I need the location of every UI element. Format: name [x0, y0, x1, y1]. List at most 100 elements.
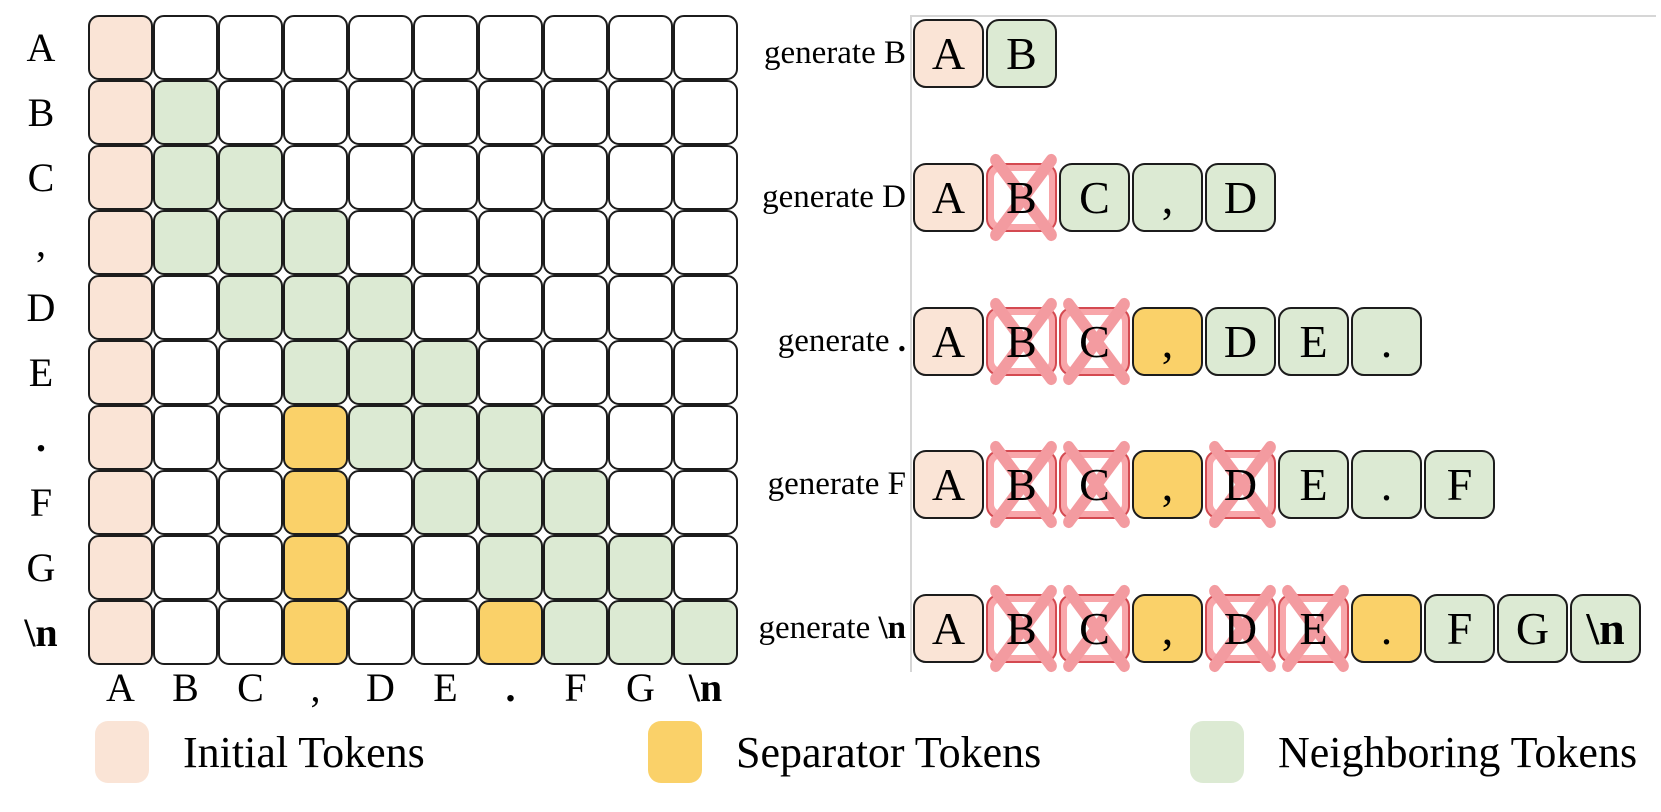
grid-cell: [88, 145, 153, 210]
grid-cell: [348, 275, 413, 340]
grid-cell: [218, 535, 283, 600]
grid-cell: [348, 535, 413, 600]
grid-cell: [413, 340, 478, 405]
token-box-cross: C: [1059, 584, 1130, 673]
matrix-row-label: A: [26, 24, 56, 70]
token-box-nb: ,: [1132, 163, 1203, 232]
grid-cell: [153, 405, 218, 470]
token-char: B: [1006, 27, 1037, 79]
grid-cell: [218, 80, 283, 145]
grid-cell: [283, 470, 348, 535]
grid-cell: [218, 600, 283, 665]
token-box-nb: \n: [1570, 594, 1641, 663]
matrix-row-label: G: [26, 544, 56, 590]
token-box-init: A: [913, 19, 984, 88]
matrix-row-label: E: [28, 349, 54, 395]
grid-cell: [348, 340, 413, 405]
legend-label-separator: Separator Tokens: [736, 727, 1042, 777]
grid-cell: [218, 470, 283, 535]
grid-cell: [543, 470, 608, 535]
token-box-sep: ,: [1132, 307, 1203, 376]
grid-cell: [88, 340, 153, 405]
grid-cell: [478, 340, 543, 405]
x-cross-icon: [1063, 584, 1130, 673]
grid-cell: [478, 15, 543, 80]
token-char: E: [1299, 315, 1328, 367]
legend-swatch-initial-icon: [95, 721, 149, 783]
grid-cell: [673, 210, 738, 275]
left-axis-line: [910, 16, 912, 672]
legend-item-neighboring: Neighboring Tokens: [1190, 720, 1637, 784]
grid-cell: [478, 405, 543, 470]
grid-cell: [608, 535, 673, 600]
grid-cell: [283, 275, 348, 340]
grid-cell: [153, 80, 218, 145]
generate-label: generate D: [640, 163, 906, 232]
grid-cell: [348, 600, 413, 665]
grid-cell: [153, 470, 218, 535]
token-box-nb: .: [1351, 307, 1422, 376]
token-char: F: [1446, 458, 1473, 510]
grid-cell: [88, 600, 153, 665]
token-box-nb: F: [1424, 594, 1495, 663]
grid-cell: [608, 470, 673, 535]
generate-label: generate .: [640, 307, 906, 376]
grid-cell: [413, 80, 478, 145]
grid-cell: [673, 405, 738, 470]
token-char: B: [1006, 602, 1037, 654]
grid-cell: [673, 275, 738, 340]
token-char: \n: [1586, 602, 1625, 654]
token-char: F: [1446, 602, 1473, 654]
matrix-row-label: \n: [24, 609, 58, 655]
grid-cell: [218, 340, 283, 405]
generate-token: B: [883, 35, 906, 71]
generate-verb: generate: [777, 323, 898, 359]
token-box-nb: E: [1278, 307, 1349, 376]
token-char: C: [1079, 171, 1110, 223]
token-box-nb: B: [986, 19, 1057, 88]
x-cross-icon: [990, 584, 1057, 673]
token-box-cross: D: [1205, 584, 1276, 673]
token-char: E: [1299, 458, 1328, 510]
token-char: B: [1006, 458, 1037, 510]
grid-cell: [413, 600, 478, 665]
legend-label-initial: Initial Tokens: [183, 727, 425, 777]
legend-swatch-separator-icon: [648, 721, 702, 783]
matrix-col-label: .: [505, 665, 516, 710]
matrix-row-label: C: [27, 154, 55, 200]
x-cross-icon: [1209, 584, 1276, 673]
token-char: C: [1079, 315, 1110, 367]
grid-cell: [608, 15, 673, 80]
grid-cell: [543, 145, 608, 210]
grid-cell: [673, 340, 738, 405]
grid-cell: [153, 145, 218, 210]
generate-token: D: [882, 179, 906, 215]
grid-cell: [153, 210, 218, 275]
grid-cell: [88, 80, 153, 145]
token-box-sep: ,: [1132, 594, 1203, 663]
generate-verb: generate: [762, 179, 883, 215]
token-char: C: [1079, 602, 1110, 654]
legend-swatch-neighboring-icon: [1190, 721, 1244, 783]
matrix-row-label: ,: [36, 219, 46, 265]
grid-cell: [608, 405, 673, 470]
grid-cell: [608, 600, 673, 665]
token-char: A: [931, 27, 966, 79]
matrix-row-label: .: [36, 414, 46, 460]
matrix-col-label: \n: [688, 665, 723, 710]
token-box-cross: D: [1205, 440, 1276, 529]
token-box-nb: E: [1278, 450, 1349, 519]
token-char: A: [931, 602, 966, 654]
grid-cell: [413, 405, 478, 470]
generate-label: generate B: [640, 19, 906, 88]
grid-cell: [153, 15, 218, 80]
grid-cell: [673, 535, 738, 600]
top-axis-line: [910, 15, 1656, 17]
token-box-cross: C: [1059, 297, 1130, 386]
grid-cell: [543, 405, 608, 470]
token-char: B: [1006, 171, 1037, 223]
x-cross-icon: [1063, 440, 1130, 529]
